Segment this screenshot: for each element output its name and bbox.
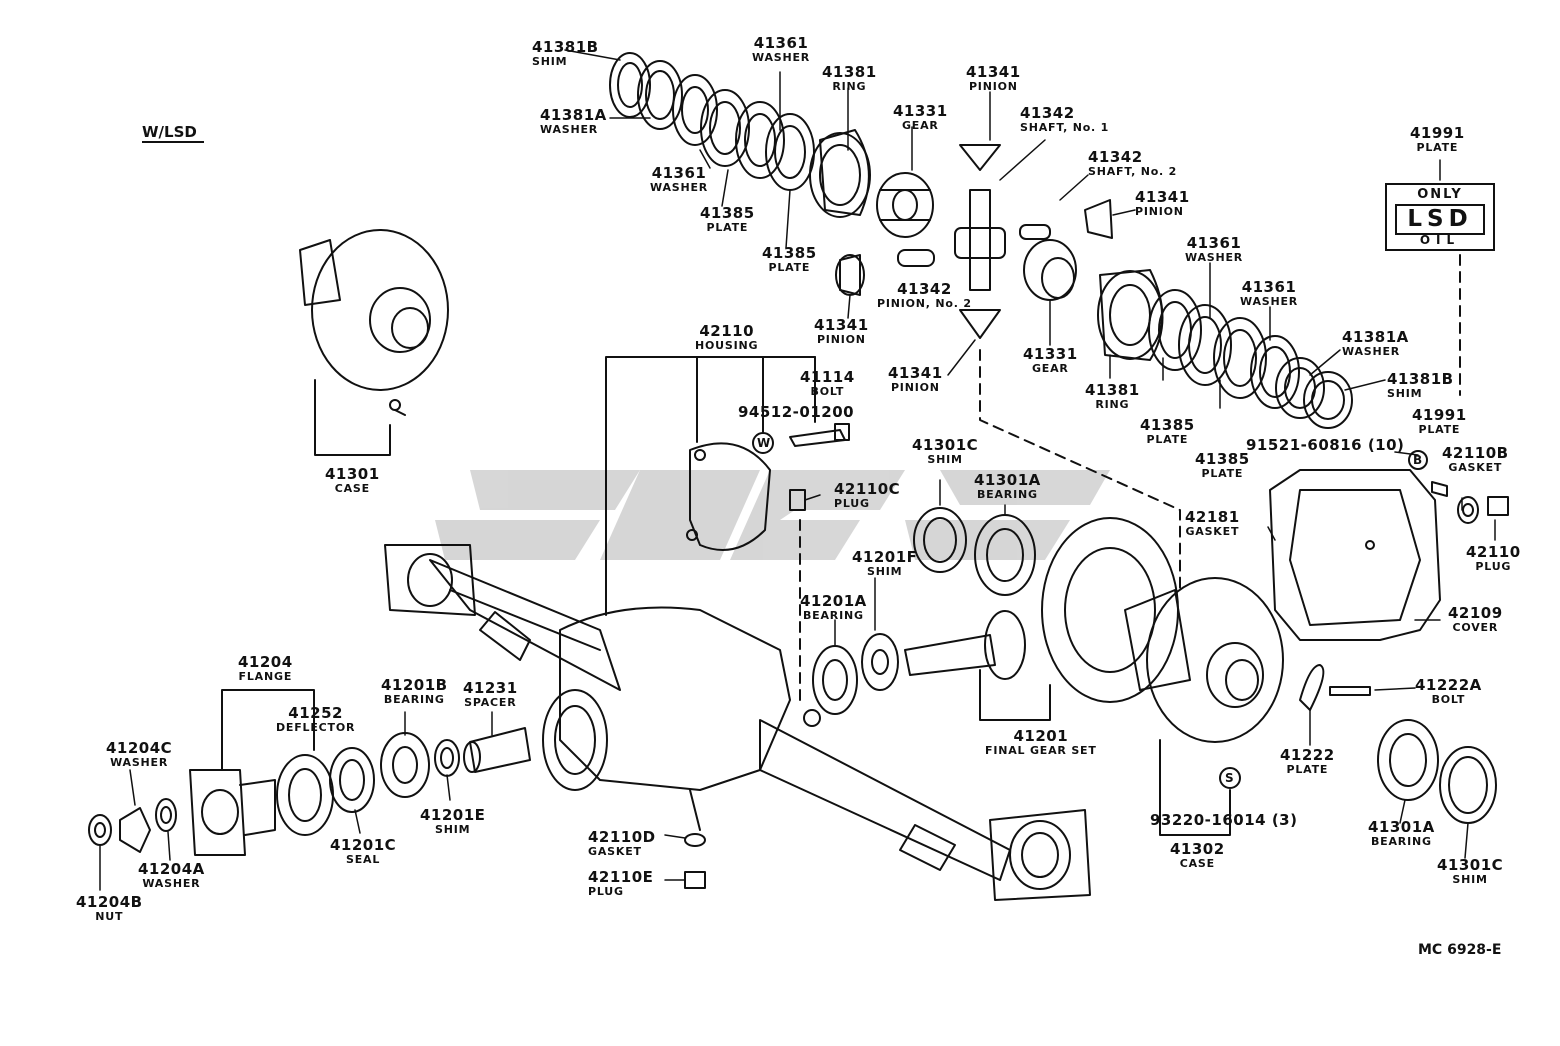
lsd-oil-plate: ONLY LSD OIL (1385, 183, 1495, 251)
plug-42110c (789, 489, 806, 511)
pinion-flange-group (88, 689, 531, 856)
symbol-w: W (757, 436, 771, 450)
diff-cover-42109 (1269, 450, 1509, 641)
plate-text-top: ONLY (1417, 187, 1463, 202)
bolt-41222a (1329, 686, 1371, 696)
plate-text-main: LSD (1395, 204, 1485, 235)
gear-pinion-group-top (835, 144, 1113, 339)
axle-housing (384, 544, 1091, 901)
diff-case-41302 (1124, 577, 1284, 836)
label-94512: 94512-01200 (738, 403, 855, 421)
bearing-cap (686, 442, 771, 551)
reference-code: MC 6928-E (1418, 942, 1502, 958)
lsd-case-41301 (299, 229, 449, 456)
label-91521: 91521-60816 (10) (1246, 436, 1405, 454)
symbol-b: B (1413, 453, 1423, 467)
gasket-42110d (684, 833, 706, 847)
bolt-41114 (789, 423, 850, 447)
label-93220: 93220-16014 (3) (1150, 811, 1298, 829)
variant-title: W/LSD (142, 123, 197, 141)
leader-lines (99, 49, 1496, 891)
symbol-s: S (1225, 771, 1234, 785)
clutch-stack-right (1097, 269, 1353, 429)
plate-41222 (1299, 664, 1325, 711)
variant-title-underline (142, 141, 204, 143)
plug-42110e (684, 871, 706, 889)
side-bearing-shim-right (1377, 719, 1497, 824)
plate-text-bottom: OIL (1419, 233, 1461, 247)
clutch-stack-left (609, 52, 871, 218)
